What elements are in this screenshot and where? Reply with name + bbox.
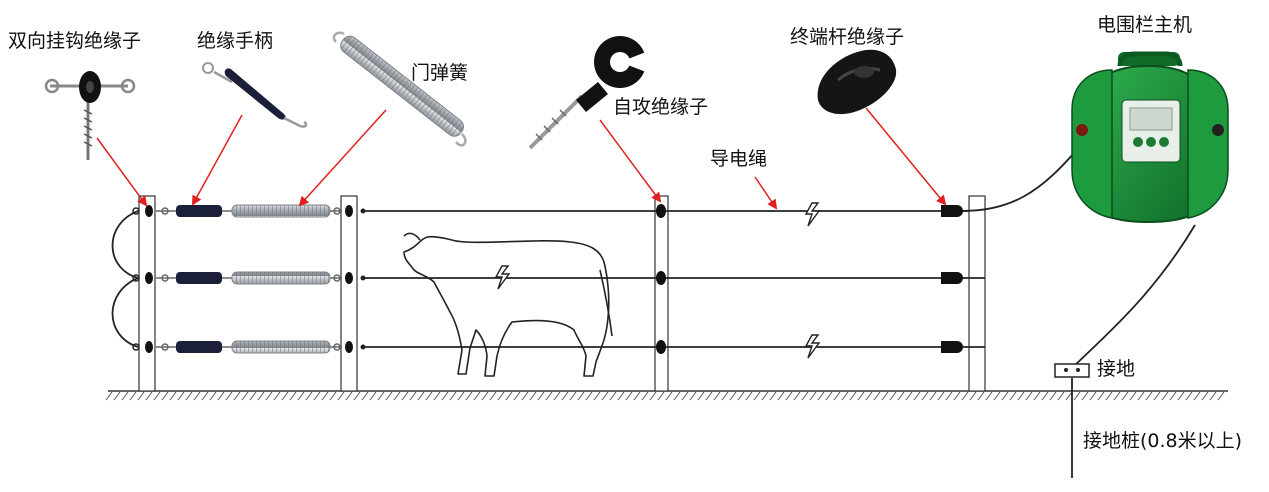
label-self-tapping-insulator: 自攻绝缘子 — [613, 96, 709, 118]
gate-assembly — [132, 204, 366, 354]
label-end-post-insulator: 终端杆绝缘子 — [790, 26, 905, 48]
label-gate-spring: 门弹簧 — [411, 62, 469, 84]
gate-row — [132, 204, 366, 218]
gate-row — [132, 340, 366, 354]
fence-post-left — [138, 195, 156, 392]
lightning-bolt-icon — [494, 202, 821, 359]
fence-post-gate — [340, 195, 358, 392]
fence-post-middle — [654, 195, 669, 392]
label-double-hook-insulator: 双向挂钩绝缘子 — [8, 30, 142, 52]
ground-line — [105, 390, 1228, 401]
line-insulators — [656, 204, 963, 354]
electric-fence-energizer-icon — [1071, 51, 1229, 224]
label-insulated-handle: 绝缘手柄 — [197, 30, 274, 52]
double-hook-insulator-product — [44, 71, 136, 160]
gate-spring-product — [332, 31, 467, 147]
label-conductor-wire: 导电绳 — [710, 148, 768, 170]
cow-outline-icon — [403, 232, 613, 377]
end-post-insulator-product — [817, 49, 897, 115]
self-tapping-insulator-product — [528, 36, 646, 150]
callout-arrows — [96, 107, 947, 210]
fence-posts — [138, 195, 986, 392]
label-grounding: 接地 — [1097, 358, 1136, 380]
label-ground-rod: 接地桩(0.8米以上) — [1083, 430, 1243, 452]
gate-row — [132, 271, 366, 285]
ground-clamp — [1054, 363, 1090, 378]
label-energizer: 电围栏主机 — [1097, 14, 1193, 36]
fence-post-end — [968, 195, 986, 392]
insulated-handle-product — [202, 62, 308, 128]
fence-wires — [111, 139, 1196, 478]
